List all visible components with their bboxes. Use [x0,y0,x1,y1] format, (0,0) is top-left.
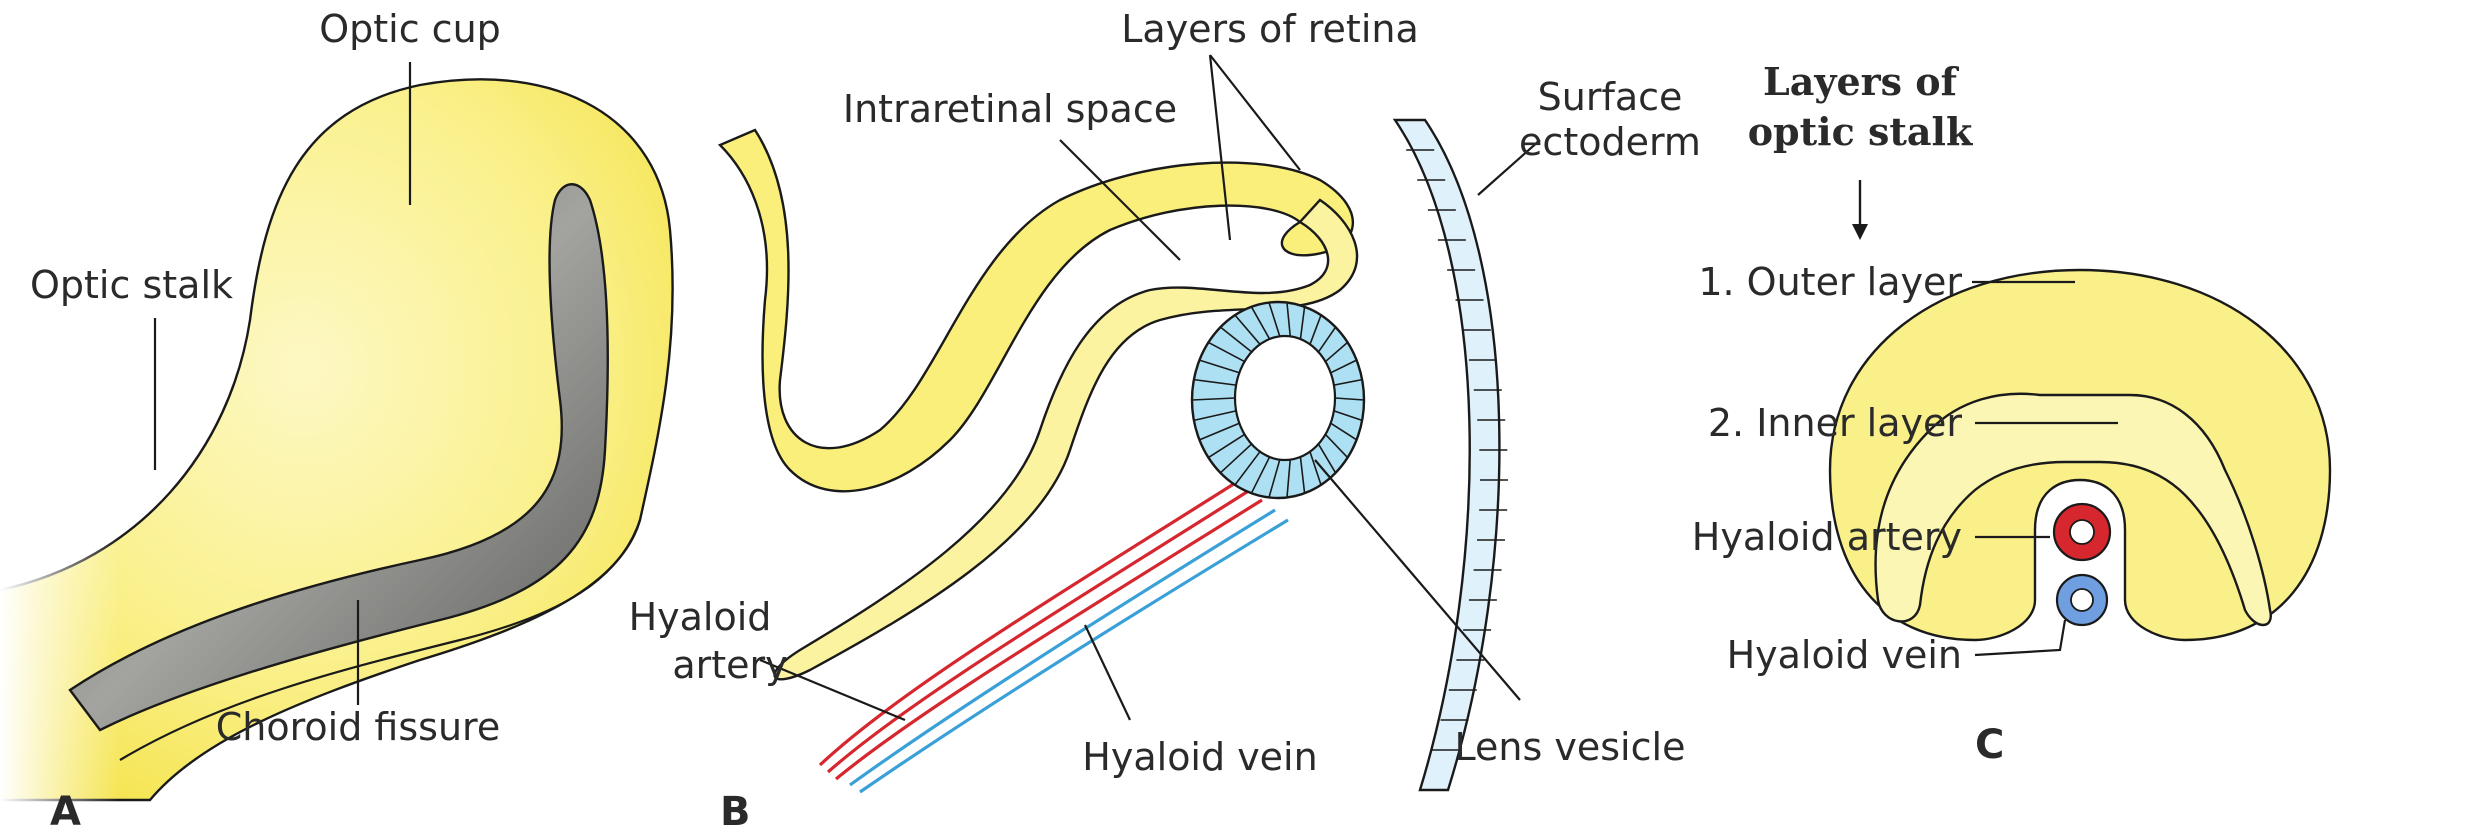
surface-ectoderm-label-1: Surface [1538,75,1683,119]
choroid-fissure-label: Choroid fissure [216,705,500,749]
intraretinal-space-label: Intraretinal space [843,87,1177,131]
inner-layer-label: 2. Inner layer [1708,401,1963,445]
optic-stalk-heading-1: Layers of [1763,59,1960,104]
ectoderm-cell-divisions [1406,150,1508,750]
surface-ectoderm-label-2: ectoderm [1519,120,1701,164]
hyaloid-vein-ring [2057,575,2107,625]
outer-layer-label: 1. Outer layer [1698,260,1962,304]
surface-ectoderm [1395,120,1499,790]
down-arrow-icon [1852,180,1868,240]
panel-a: Optic cup Optic stalk Choroid fissure A [0,7,673,835]
hyaloid-vein-b-label: Hyaloid vein [1082,735,1317,779]
optic-cup-label: Optic cup [319,7,501,51]
panel-c: Layers of optic stalk 1. Outer layer 2. … [1692,59,2330,768]
hyaloid-artery-b-label-2: artery [672,643,787,687]
hyaloid-artery-b-label-1: Hyaloid [629,595,772,639]
panel-a-letter: A [50,789,81,835]
panel-b-letter: B [720,789,751,835]
optic-stalk-label: Optic stalk [30,263,233,307]
panel-c-letter: C [1975,722,2004,768]
lens-vesicle-label: Lens vesicle [1455,725,1686,769]
layers-of-retina-label: Layers of retina [1121,7,1419,51]
hyaloid-artery-ring [2054,504,2110,560]
hyaloid-vein-c-label: Hyaloid vein [1727,633,1962,677]
hyaloid-vein-b-leader [1085,625,1130,720]
optic-stalk-heading-2: optic stalk [1748,109,1973,154]
hyaloid-artery-c-label: Hyaloid artery [1692,515,1962,559]
panel-b: Layers of retina Intraretinal space Surf… [629,7,1701,835]
lens-vesicle [1192,302,1364,498]
